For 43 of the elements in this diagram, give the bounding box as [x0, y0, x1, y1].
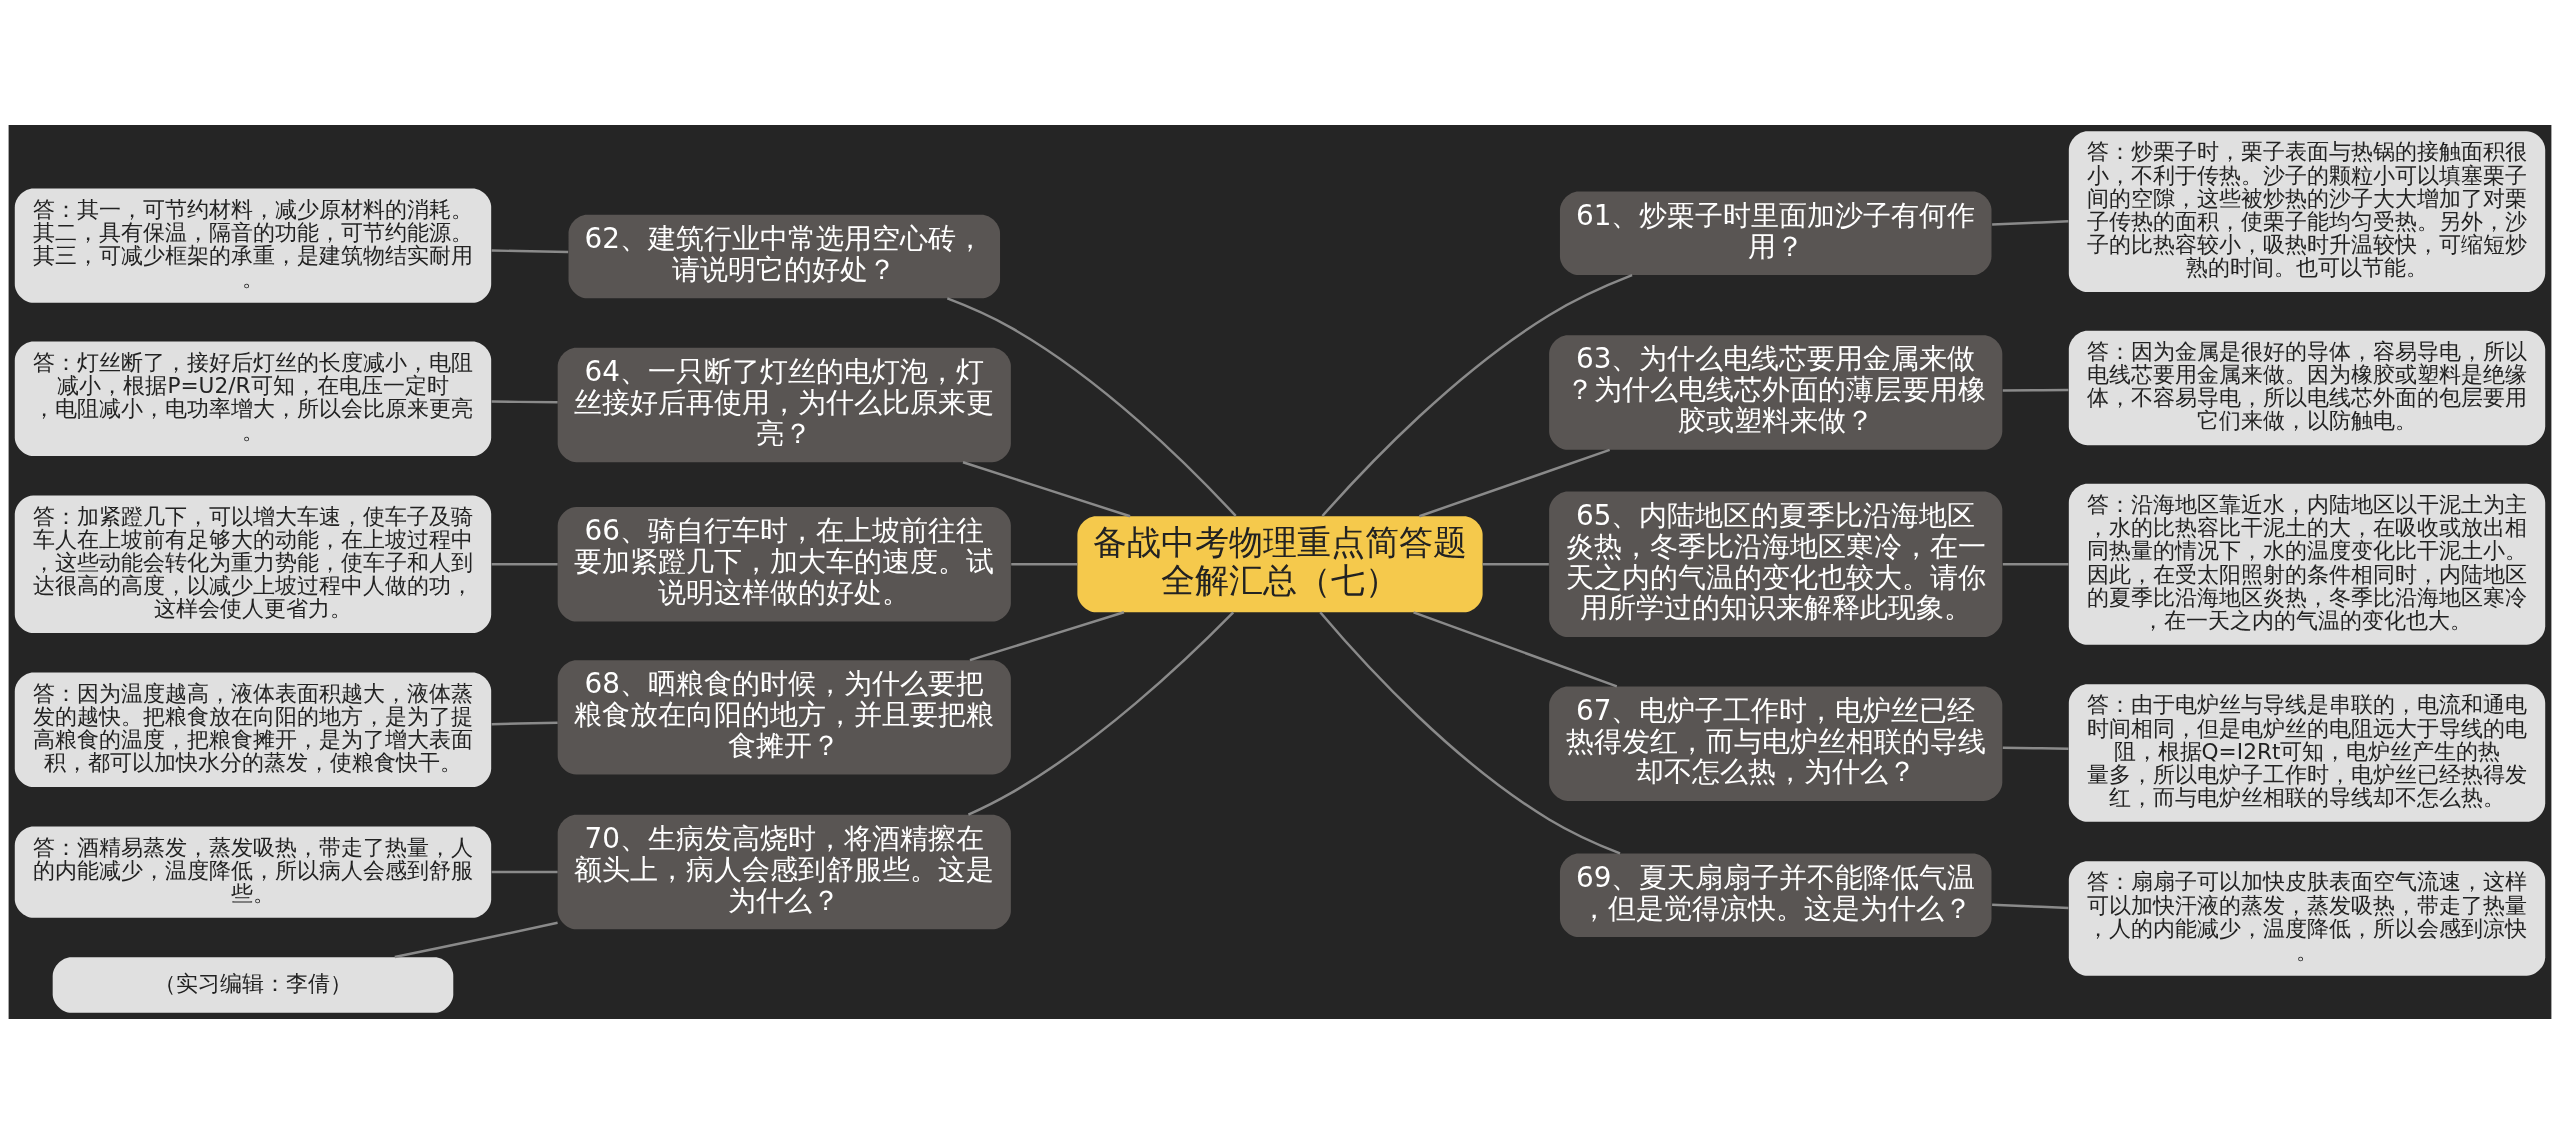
node-box: 答：扇扇子可以加快皮肤表面空气流速，这样可以加快汗液的蒸发，蒸发吸热，带走了热量，人的内能减少，温度降低，所以会感到凉快。 [2068, 860, 2546, 976]
node-box: 70、生病发高烧时，将酒精擦在额头上，病人会感到舒服些。这是为什么？ [557, 814, 1011, 929]
connector [2002, 388, 2069, 392]
node-box: 答：因为金属是很好的导体，容易导电，所以电线芯要用金属来做。因为橡胶或塑料是绝缘体，不容易导电，所以电线芯外面的包层要用它们来做，以防触电。 [2068, 330, 2546, 445]
connector [491, 399, 558, 404]
node-box: 答：酒精易蒸发，蒸发吸热，带走了热量，人的内能减少，温度降低，所以病人会感到舒服些。 [14, 825, 492, 918]
node-box: 答：沿海地区靠近水，内陆地区以干泥土为主，水的比热容比干泥土的大，在吸收或放出相同热量的情况下，水的温度变化比干泥土小。因此，在受太阳照射的条件相同时，内陆地区的夏季比沿海地区炎热，冬季比沿海地区寒冷，在一天之内的气温的变化也大。 [2068, 483, 2546, 645]
node-box: 64、一只断了灯丝的电灯泡，灯丝接好后再使用，为什么比原来更亮？ [557, 347, 1011, 462]
connector [1413, 610, 1618, 688]
node-box: 答：其一，可节约材料，减少原材料的消耗。其二，具有保温，隔音的功能，可节约能源。其三，可减少框架的承重，是建筑物结实耐用。 [14, 187, 492, 303]
node-box: 68、晒粮食的时候，为什么要把粮食放在向阳的地方，并且要把粮食摊开？ [557, 659, 1011, 775]
connector [967, 610, 1235, 816]
node-box: 答：由于电炉丝与导线是串联的，电流和通电时间相同，但是电炉丝的电阻远大于导线的电阻，根据Q=I2Rt可知，电炉丝产生的热量多，所以电炉子工作时，电炉丝已经热得发红，而与电炉丝相联的导线却不怎么热。 [2068, 683, 2546, 822]
node-box: 答：因为温度越高，液体表面积越大，液体蒸发的越快。把粮食放在向阳的地方，是为了提高粮食的温度，把粮食摊开，是为了增大表面积，都可以加快水分的蒸发，使粮食快干。 [14, 672, 492, 787]
node-box: 答：炒栗子时，栗子表面与热锅的接触面积很小，不利于传热。沙子的颗粒小可以填塞栗子间的空隙，这些被炒热的沙子大大增加了对栗子传热的面积，使栗子能均匀受热。另外，沙子的比热容较小，吸热时升温较快，可缩短炒熟的时间。也可以节能。 [2068, 130, 2546, 292]
connector [1992, 902, 2069, 909]
node-box: （实习编辑：李倩） [52, 956, 454, 1013]
node-box: 答：灯丝断了，接好后灯丝的长度减小，电阻减小，根据P=U2/R可知，在电压一定时，电阻减小，电功率增大，所以会比原来更亮。 [14, 341, 492, 456]
node-box: 65、内陆地区的夏季比沿海地区炎热，冬季比沿海地区寒冷，在一天之内的气温的变化也较大。请你用所学过的知识来解释此现象。 [1549, 491, 2003, 637]
node-box: 备战中考物理重点简答题全解汇总（七） [1077, 515, 1483, 612]
connector [491, 248, 569, 253]
connector [1419, 448, 1611, 517]
node-box: 63、为什么电线芯要用金属来做？为什么电线芯外面的薄层要用橡胶或塑料来做？ [1549, 334, 2003, 450]
connector [394, 921, 558, 958]
node-box: 62、建筑行业中常选用空心砖，请说明它的好处？ [568, 214, 1001, 298]
connector [1321, 273, 1633, 517]
connector [491, 870, 558, 873]
node-box: 69、夏天扇扇子并不能降低气温，但是觉得凉快。这是为什么？ [1559, 853, 1992, 937]
connector [969, 610, 1125, 661]
connector [1011, 562, 1078, 565]
connector [1319, 610, 1621, 855]
connector [491, 562, 558, 565]
node-box: 答：加紧蹬几下，可以增大车速，使车子及骑车人在上坡前有足够大的动能，在上坡过程中，这些动能会转化为重力势能，使车子和人到达很高的高度，以减少上坡过程中人做的功，这样会使人更省力。 [14, 494, 492, 633]
connector [1992, 219, 2069, 226]
node-box: 67、电炉子工作时，电炉丝已经热得发红，而与电炉丝相联的导线却不怎么热，为什么？ [1549, 685, 2003, 801]
node-box: 66、骑自行车时，在上坡前往往要加紧蹬几下，加大车的速度。试说明这样做的好处。 [557, 506, 1011, 621]
connector [2002, 745, 2069, 750]
connector [1482, 562, 1549, 565]
connector [946, 296, 1237, 517]
connector [2002, 562, 2069, 565]
node-box: 61、炒栗子时里面加沙子有何作用？ [1559, 191, 1992, 275]
connector [962, 460, 1131, 517]
connector [491, 720, 558, 725]
